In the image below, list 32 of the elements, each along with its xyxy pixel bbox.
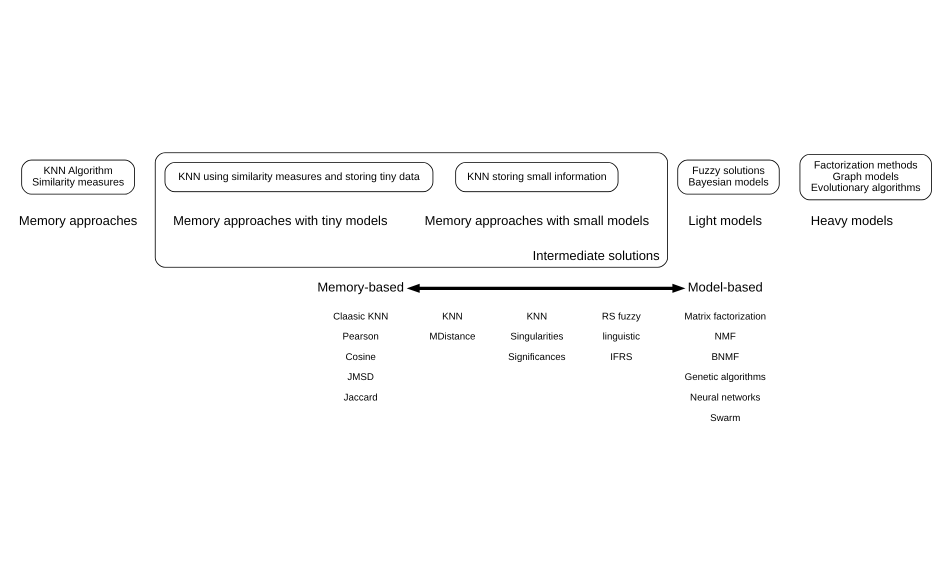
label: MDistance xyxy=(429,331,476,342)
node-box: Factorization methods Graph models Evolutionary algorithms xyxy=(800,153,932,200)
node-box: KNN storing small information xyxy=(455,162,618,192)
label: Neural networks xyxy=(690,392,760,403)
label: Swarm xyxy=(710,412,740,424)
node-box: KNN Algorithm Similarity measures xyxy=(21,159,135,194)
label: IFRS xyxy=(610,351,632,362)
node-label: Memory approaches xyxy=(18,212,138,228)
label: KNN xyxy=(526,310,548,322)
label: NMF xyxy=(714,331,736,342)
label: BNMF xyxy=(711,351,740,362)
node-label: Light models xyxy=(688,212,762,228)
label: JMSD xyxy=(347,372,374,383)
node-text: Model-based xyxy=(688,278,763,294)
node-box: KNN using similarity measures and storing tiny data xyxy=(164,162,434,192)
label: Claasic KNN xyxy=(333,310,388,322)
label: linguistic xyxy=(602,331,640,342)
label: Jaccard xyxy=(344,392,378,403)
node-label: Heavy models xyxy=(810,212,894,228)
node-text: Memory-based xyxy=(317,278,404,294)
node-label: Memory approaches with small models xyxy=(424,212,650,228)
label: KNN xyxy=(442,310,463,322)
label: Cosine xyxy=(346,351,376,362)
label: Significances xyxy=(508,351,566,362)
node-box: Fuzzy solutions Bayesian models xyxy=(677,159,780,194)
label: RS fuzzy xyxy=(602,310,641,322)
node-label: Memory approaches with tiny models xyxy=(173,212,388,228)
label: Matrix factorization xyxy=(684,310,766,322)
label: Singularities xyxy=(510,331,564,342)
label: Pearson xyxy=(342,331,379,342)
label: Genetic algorithms xyxy=(684,372,766,383)
arrow xyxy=(406,283,686,292)
